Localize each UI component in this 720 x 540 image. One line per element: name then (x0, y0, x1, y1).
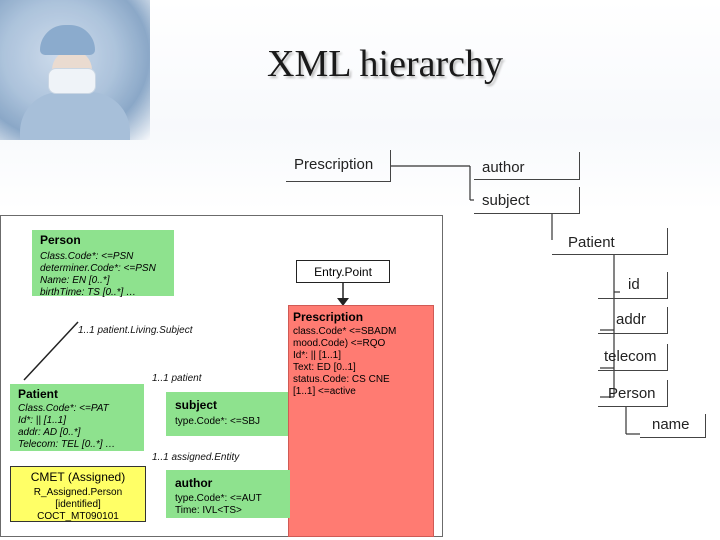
prescription-node-label: Prescription (294, 156, 374, 173)
cmet-box: CMET (Assigned) R_Assigned.Person [ident… (10, 466, 146, 522)
cmet-title: CMET (Assigned) (30, 470, 126, 484)
prescription-node: Prescription (286, 150, 391, 182)
person-node-label: Person (608, 385, 656, 402)
addr-node-label: addr (616, 311, 647, 328)
subject-class-line: type.Code*: <=SBJ (175, 416, 261, 427)
photo-cap (40, 25, 95, 55)
patient-class-box: Patient Class.Code*: <=PAT Id*: || [1..1… (10, 384, 144, 451)
photo-mask (48, 68, 96, 94)
telecom-node: telecom (598, 344, 668, 371)
person-class-line: birthTime: TS [0..*] … (40, 287, 137, 298)
diagram-frame (0, 215, 443, 537)
subject-class-title: subject (175, 398, 218, 412)
author-class-title: author (175, 476, 213, 490)
prescription-class-line: [1..1] <=active (293, 386, 356, 397)
prescription-class-line: Text: ED [0..1] (293, 362, 356, 373)
name-node: name (640, 414, 706, 438)
telecom-node-label: telecom (604, 348, 657, 365)
person-class-line: Class.Code*: <=PSN (40, 251, 134, 262)
cmet-line: R_Assigned.Person (33, 487, 123, 498)
cmet-line: COCT_MT090101 (37, 511, 119, 522)
person-class-title: Person (40, 233, 81, 247)
subject-class-box: subject type.Code*: <=SBJ (166, 392, 290, 436)
prescription-class-line: Id*: || [1..1] (293, 350, 341, 361)
patient-relation-label: 1..1 patient (152, 373, 202, 384)
slide-title: XML hierarchy (267, 43, 503, 85)
person-class-box: Person Class.Code*: <=PSN determiner.Cod… (32, 230, 174, 298)
entry-point-label: Entry.Point (314, 265, 372, 279)
author-class-line: Time: IVL<TS> (175, 505, 242, 516)
author-node-label: author (482, 159, 525, 176)
prescription-class-line: class.Code* <=SBADM (293, 326, 397, 337)
author-node: author (474, 152, 580, 180)
photo-coat (20, 92, 130, 140)
prescription-class-box: Prescription class.Code* <=SBADM mood.Co… (288, 305, 434, 537)
cmet-line: [identified] (55, 499, 101, 510)
patient-class-line: Telecom: TEL [0..*] … (18, 439, 116, 450)
prescription-class-title: Prescription (293, 310, 364, 324)
author-class-box: author type.Code*: <=AUT Time: IVL<TS> (166, 470, 290, 518)
patient-class-line: Id*: || [1..1] (18, 415, 66, 426)
person-node: Person (598, 380, 668, 407)
id-node-label: id (628, 276, 640, 293)
patient-node: Patient (552, 228, 668, 255)
addr-node: addr (598, 307, 668, 334)
patient-class-line: Class.Code*: <=PAT (18, 403, 109, 414)
patient-class-line: addr: AD [0..*] (18, 427, 81, 438)
surgeon-photo (0, 0, 150, 140)
subject-node-label: subject (482, 192, 530, 209)
name-node-label: name (652, 416, 690, 433)
id-node: id (598, 272, 668, 299)
person-class-line: determiner.Code*: <=PSN (40, 263, 156, 274)
patient-class-title: Patient (18, 387, 59, 401)
entry-point-box: Entry.Point (296, 260, 390, 283)
subject-node: subject (474, 187, 580, 214)
patient-node-label: Patient (568, 234, 615, 251)
author-class-line: type.Code*: <=AUT (175, 493, 262, 504)
assigned-entity-label: 1..1 assigned.Entity (152, 452, 240, 463)
patient-living-subject-label: 1..1 patient.Living.Subject (78, 325, 193, 336)
person-class-line: Name: EN [0..*] (40, 275, 110, 286)
prescription-class-line: mood.Code) <=RQO (293, 338, 386, 349)
prescription-class-line: status.Code: CS CNE (293, 374, 390, 385)
